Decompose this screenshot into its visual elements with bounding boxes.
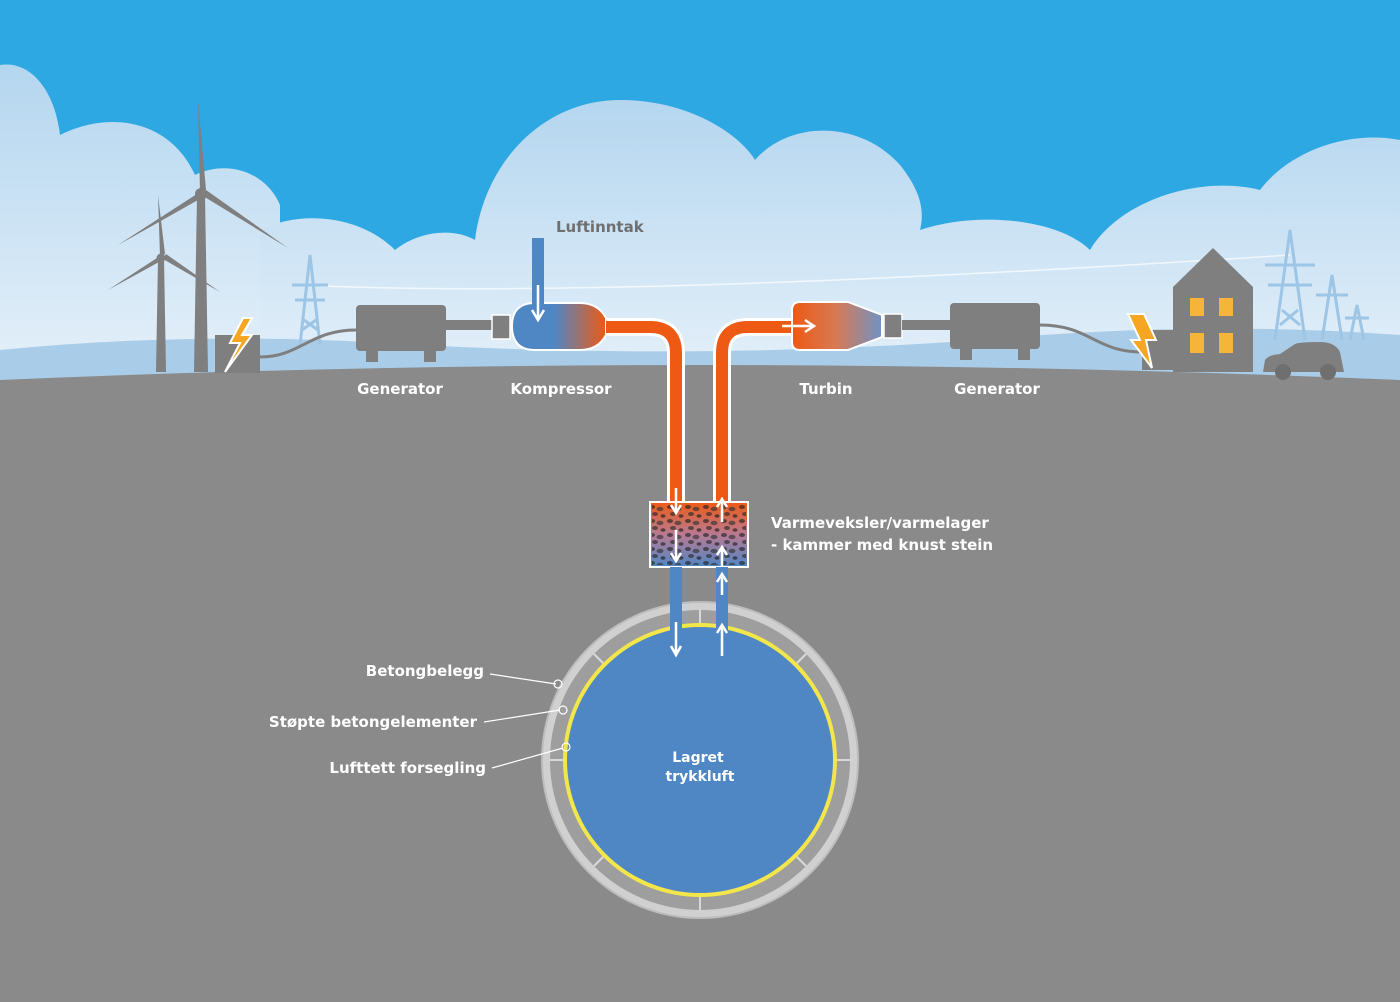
car-icon — [1263, 342, 1344, 380]
house-icon — [1173, 248, 1253, 372]
cable-right — [1039, 323, 1143, 354]
generator-right-label: Generator — [954, 380, 1040, 398]
pylon-right-icon — [1265, 229, 1369, 341]
leader-lines — [483, 673, 571, 769]
cast-concrete-label: Støpte betongelementer — [269, 713, 478, 731]
turbine-icon — [791, 301, 883, 351]
heat-exchanger-label-1: Varmeveksler/varmelager — [771, 514, 989, 532]
generator-left-icon — [356, 305, 511, 362]
generator-left-label: Generator — [357, 380, 443, 398]
power-line-wire — [299, 254, 1291, 290]
stored-air-label-1: Lagret — [672, 750, 724, 766]
air-intake-label: Luftinntak — [556, 218, 645, 236]
cable-left — [259, 328, 357, 359]
turbine-label: Turbin — [799, 380, 852, 398]
pylon-left-icon — [292, 254, 328, 346]
lightning-right-icon — [1126, 313, 1158, 369]
intake-arrow-icon — [530, 285, 546, 323]
concrete-lining-label: Betongbelegg — [366, 662, 484, 680]
cavern-arrow-up — [715, 622, 729, 656]
turbine-arrow-icon — [782, 318, 817, 334]
compressor-icon — [510, 302, 607, 351]
stored-air-label-2: trykkluft — [666, 769, 735, 785]
compressor-label: Kompressor — [510, 380, 612, 398]
cold-arrow-up-upper — [715, 571, 729, 595]
lightning-left-icon — [224, 317, 254, 373]
airtight-seal-label: Lufttett forsegling — [329, 759, 486, 777]
cavern-pipe-left — [670, 600, 682, 642]
cavern-arrow-down — [669, 622, 683, 658]
heat-exchanger-label-2: - kammer med knust stein — [771, 536, 993, 554]
wind-turbine-icon — [108, 100, 288, 372]
air-intake-pipe — [532, 238, 544, 310]
generator-right-icon — [883, 303, 1040, 360]
hx-flow-arrows — [669, 488, 729, 570]
hot-pipe-left — [606, 321, 682, 505]
compressed-air-storage — [567, 627, 833, 893]
hot-pipe-right — [716, 321, 792, 505]
heat-exchanger-icon — [649, 501, 749, 568]
